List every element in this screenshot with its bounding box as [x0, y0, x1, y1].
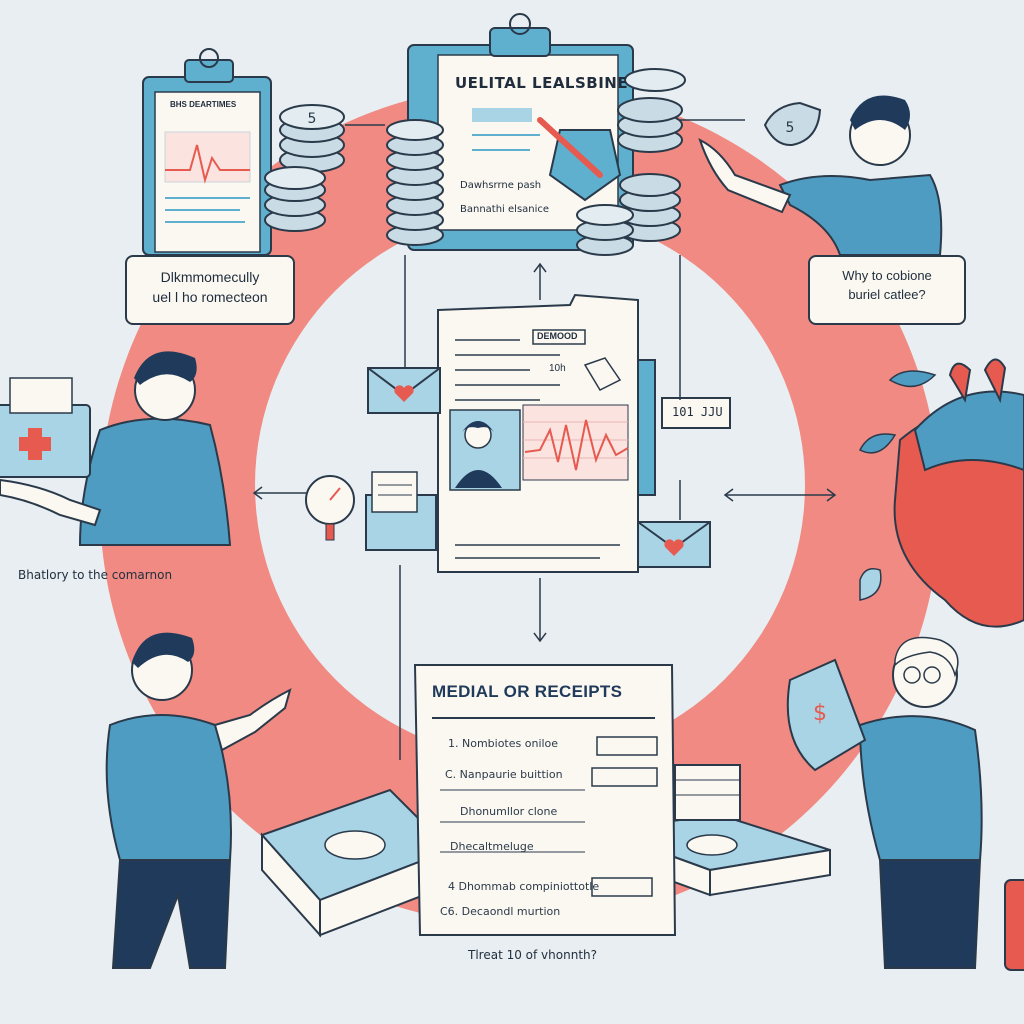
- jar-icon: [1004, 879, 1024, 971]
- bottom-caption: Tlreat 10 of vhonnth?: [468, 948, 597, 962]
- ecg-clipboard: [142, 48, 272, 256]
- right-callout-line-2: buriel catlee?: [848, 286, 926, 302]
- left-clipboard-header: BHS DEARTIMES: [170, 100, 237, 109]
- left-callout-line-1: Dlkmmomecully: [160, 269, 260, 285]
- left-callout-line-2: uel l ho romecteon: [152, 289, 268, 306]
- date-tag: [661, 397, 731, 429]
- speech-bubble-icon: [763, 101, 822, 147]
- document-title: UELITAL LEALSBINE: [455, 74, 629, 92]
- document-line-2: Bannathi elsanice: [460, 204, 550, 215]
- receipt-title: MEDIAL OR RECEIPTS: [432, 682, 623, 701]
- speech-bubble-text: 5: [786, 120, 795, 136]
- center-doc-tag: DEMOOD: [537, 331, 578, 341]
- person-top-right: [698, 95, 943, 256]
- person-bottom-right: [858, 636, 983, 969]
- money-bag-icon: $: [786, 658, 867, 772]
- coin-stack-left: [264, 104, 345, 232]
- right-callout-line-1: Why to cobione: [842, 268, 932, 283]
- envelope-heart-icon-2: [637, 521, 711, 568]
- coin-stack-center: [386, 68, 686, 256]
- receipt-item-6: C6. Decaondl murtion: [440, 905, 561, 918]
- cash-stack-left: [260, 788, 452, 938]
- receipt-item-5: 4 Dhommab compiniottotle: [448, 880, 600, 893]
- center-medical-document: [437, 293, 656, 573]
- person-with-folder: [0, 351, 232, 546]
- receipt-item-3: Dhonumllor clone: [460, 805, 558, 818]
- center-doc-side-text: 10h: [549, 363, 566, 374]
- right-callout-box: Why to cobione buriel catlee?: [808, 255, 966, 325]
- receipt-item-4: Dhecaltmeluge: [450, 840, 534, 853]
- left-caption: Bhatlory to the comarnon: [18, 568, 173, 582]
- coin-dollar-sign: 5: [308, 111, 317, 127]
- medical-folder-icon: [0, 377, 91, 478]
- receipt-paper: [413, 664, 677, 936]
- envelope-heart-icon: [367, 367, 441, 414]
- date-tag-label: 101 JJU: [672, 405, 723, 419]
- receipt-item-2: C. Nanpaurie buittion: [445, 768, 563, 781]
- document-line-1: Dawhsrrne pash: [460, 180, 542, 191]
- svg-text:$: $: [813, 701, 827, 726]
- billing-clipboard: [407, 13, 634, 251]
- heart-organ-icon: [858, 358, 1024, 628]
- hand-with-pen-icon: [537, 117, 622, 202]
- flow-arrows: [252, 255, 837, 760]
- receipt-item-1: 1. Nombiotes oniloe: [448, 737, 559, 750]
- envelope-tooth-icon: [365, 471, 437, 551]
- person-bottom-left: [105, 632, 292, 969]
- stopwatch-icon: [305, 475, 355, 541]
- left-callout-box: Dlkmmomecully uel l ho romecteon: [125, 255, 295, 325]
